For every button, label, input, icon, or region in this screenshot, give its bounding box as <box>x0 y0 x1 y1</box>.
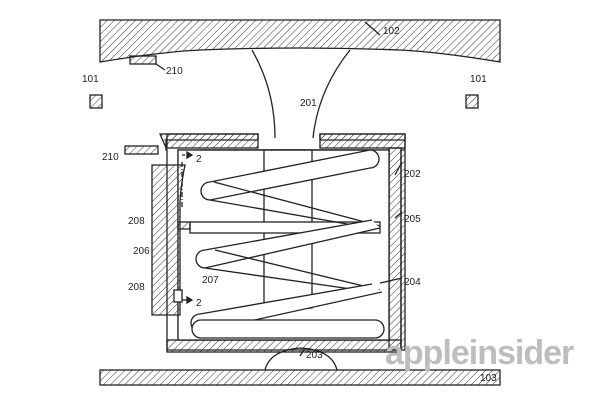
label-210-side: 210 <box>102 152 119 163</box>
label-207: 207 <box>202 275 219 286</box>
stem <box>251 49 351 139</box>
sensor-top <box>129 55 157 65</box>
top-plate <box>99 19 501 63</box>
label-102: 102 <box>383 26 400 37</box>
sensor-right <box>465 94 479 109</box>
sensor-side <box>124 145 159 155</box>
label-103: 103 <box>480 373 497 384</box>
side-block <box>151 164 186 316</box>
label-202: 202 <box>404 169 421 180</box>
label-101-right: 101 <box>470 74 487 85</box>
base-plate <box>99 369 501 386</box>
label-101-left: 101 <box>82 74 99 85</box>
label-section-top: 2 <box>196 154 202 165</box>
sensor-left <box>89 94 103 109</box>
label-208-upper: 208 <box>128 216 145 227</box>
label-201: 201 <box>300 98 317 109</box>
label-210-top: 210 <box>166 66 183 77</box>
spring <box>190 149 385 339</box>
label-208-lower: 208 <box>128 282 145 293</box>
label-section-bottom: 2 <box>196 298 202 309</box>
label-205: 205 <box>404 214 421 225</box>
bump <box>264 347 338 371</box>
label-206: 206 <box>133 246 150 257</box>
watermark: appleinsider <box>385 334 574 372</box>
label-203: 203 <box>306 350 323 361</box>
label-204: 204 <box>404 277 421 288</box>
